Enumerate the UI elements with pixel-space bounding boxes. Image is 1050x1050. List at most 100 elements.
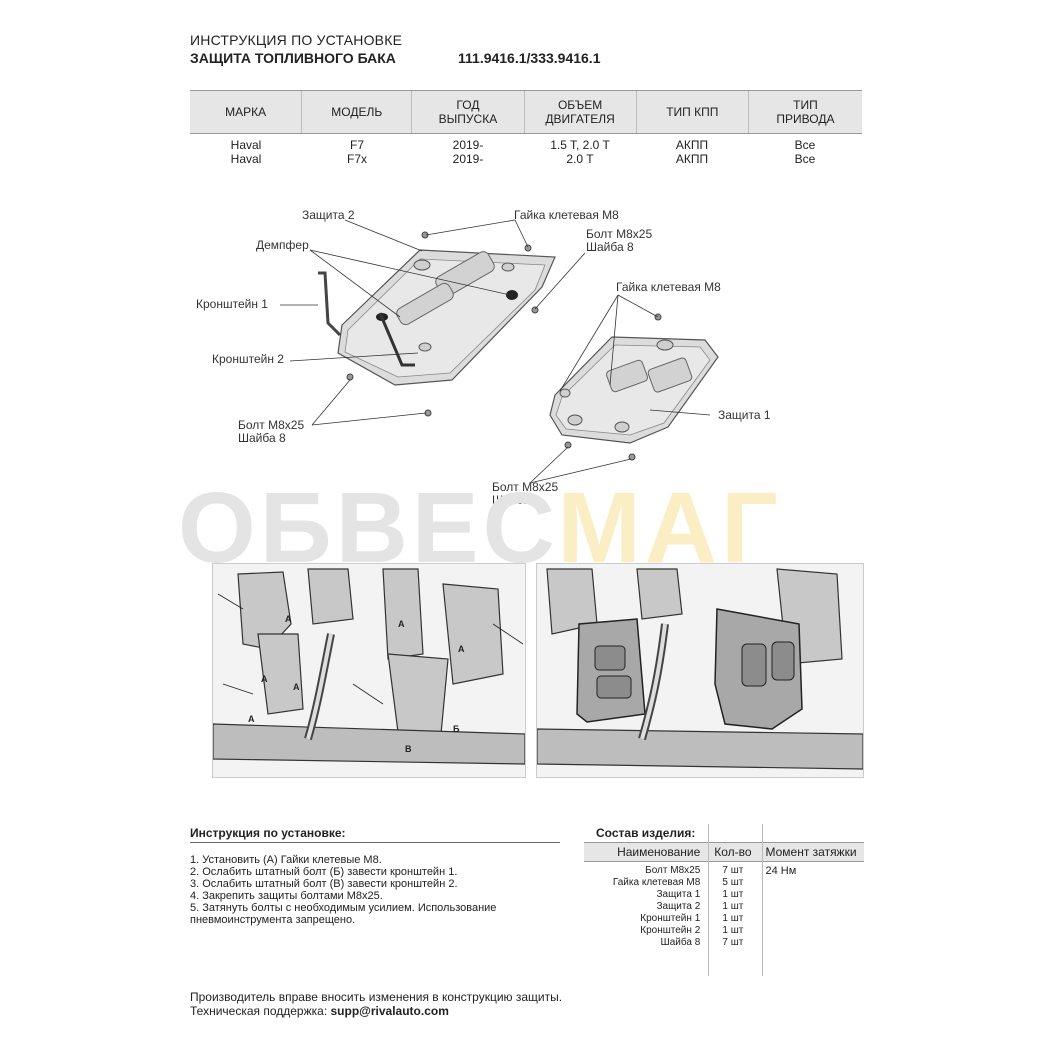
composition-cell: 1 шт (722, 889, 744, 900)
composition-cell: 7 шт (722, 865, 744, 876)
instruction-step: 2. Ослабить штатный болт (Б) завести кро… (190, 866, 458, 878)
bracket-1 (318, 271, 342, 337)
spec-header-cell: МОДЕЛЬ (301, 91, 411, 133)
composition-cell: 7 шт (722, 937, 744, 948)
installation-photo-before: А А А А А А Б В (212, 563, 526, 778)
instruction-step: 4. Закрепить защиты болтами М8х25. (190, 890, 383, 902)
composition-row: Болт М8х25 7 шт 24 Нм (584, 865, 864, 877)
spec-cell: 2019- (452, 138, 484, 152)
marker-v: В (405, 744, 412, 754)
part-number: 111.9416.1/333.9416.1 (458, 50, 601, 66)
spec-cell: 2.0 T (566, 152, 594, 166)
support-label: Техническая поддержка: (190, 1004, 328, 1018)
product-title: ЗАЩИТА ТОПЛИВНОГО БАКА (190, 50, 396, 66)
photo-after-drawing (537, 564, 863, 777)
label-cage-nut-top: Гайка клетевая М8 (514, 208, 619, 222)
disclaimer: Производитель вправе вносить изменения в… (190, 990, 563, 1004)
spec-cell: АКПП (675, 152, 709, 166)
composition-header: Наименование Кол-во Момент затяжки (584, 842, 864, 862)
label-protection-1: Защита 1 (718, 408, 771, 422)
composition-row: Защита 1 1 шт (584, 889, 864, 901)
instruction-step: 5. Затянуть болты с необходимым усилием.… (190, 902, 497, 914)
instruction-step: пневмоинструмента запрещено. (190, 914, 356, 926)
composition-row: Гайка клетевая М8 5 шт (584, 877, 864, 889)
photo-before-drawing (213, 564, 525, 777)
composition-cell: Гайка клетевая М8 (612, 877, 701, 888)
watermark-part-b: МАГ (557, 472, 782, 584)
instructions-list: 1. Установить (А) Гайки клетевые М8. 2. … (190, 854, 580, 926)
marker-a: А (458, 644, 465, 654)
spec-cell: 1.5 T, 2.0 T (550, 138, 610, 152)
instruction-step: 3. Ослабить штатный болт (В) завести кро… (190, 878, 458, 890)
composition-header-qty: Кол-во (714, 845, 752, 859)
label-damper: Демпфер (256, 238, 309, 252)
composition-cell: Шайба 8 (660, 937, 701, 948)
instruction-step: 1. Установить (А) Гайки клетевые М8. (190, 854, 382, 866)
instructions-divider (190, 842, 560, 843)
composition-table: Наименование Кол-во Момент затяжки Болт … (584, 824, 864, 976)
composition-cell (759, 925, 864, 937)
composition-cell (759, 937, 864, 949)
protection-2-plate (337, 249, 556, 386)
composition-cell: 1 шт (722, 925, 744, 936)
marker-a: А (285, 614, 292, 624)
spec-table: МАРКА МОДЕЛЬ ГОД ВЫПУСКА ОБЪЕМ ДВИГАТЕЛЯ… (190, 90, 862, 166)
composition-cell (759, 901, 864, 913)
protection-1-plate (549, 336, 719, 444)
instructions-title: Инструкция по установке: (190, 826, 346, 840)
composition-row: Кронштейн 1 1 шт (584, 913, 864, 925)
label-washer-left: Шайба 8 (238, 431, 286, 445)
composition-title: Состав изделия: (596, 826, 696, 840)
composition-cell (759, 913, 864, 925)
installed-protection-1 (576, 618, 646, 723)
composition-cell: 24 Нм (765, 865, 797, 877)
doc-title: ИНСТРУКЦИЯ ПО УСТАНОВКЕ (190, 32, 403, 48)
exploded-diagram (280, 219, 719, 484)
spec-cell: F7x (346, 152, 367, 166)
spec-header-cell: ТИП ПРИВОДА (747, 91, 862, 133)
marker-a: А (248, 714, 255, 724)
spec-table-header: МАРКА МОДЕЛЬ ГОД ВЫПУСКА ОБЪЕМ ДВИГАТЕЛЯ… (190, 90, 862, 134)
watermark-part-a: ОБВЕС (178, 472, 558, 584)
label-bolt-left: Болт М8х25 (238, 418, 305, 432)
spec-cell: F7 (349, 138, 364, 152)
spec-cell: Haval (230, 152, 262, 166)
composition-cell: 1 шт (722, 913, 744, 924)
label-washer-bottom: Шайба 8 (492, 493, 540, 507)
support-email[interactable]: supp@rivalauto.com (330, 1004, 449, 1018)
label-bolt-right: Болт М8х25 (586, 227, 653, 241)
composition-divider (708, 824, 709, 976)
marker-a: А (293, 682, 300, 692)
composition-cell: 1 шт (722, 901, 744, 912)
spec-cell: Все (794, 138, 816, 152)
marker-a: А (398, 619, 405, 629)
spec-cell: АКПП (675, 138, 709, 152)
spec-header-cell: ГОД ВЫПУСКА (411, 91, 523, 133)
label-bracket-1: Кронштейн 1 (196, 297, 268, 311)
spec-cell: Haval (230, 138, 262, 152)
support-line: Техническая поддержка: supp@rivalauto.co… (190, 1004, 449, 1018)
spec-row: Haval F7 2019- 1.5 T, 2.0 T АКПП Все (190, 138, 862, 152)
marker-a: А (261, 674, 268, 684)
marker-b: Б (453, 724, 460, 734)
composition-cell: Кронштейн 1 (640, 913, 701, 924)
composition-divider (762, 824, 763, 976)
composition-header-name: Наименование (617, 845, 701, 859)
label-bracket-2: Кронштейн 2 (212, 352, 284, 366)
label-bolt-bottom: Болт М8х25 (492, 480, 559, 494)
composition-row: Кронштейн 2 1 шт (584, 925, 864, 937)
composition-cell (759, 877, 864, 889)
label-protection-2: Защита 2 (302, 208, 355, 222)
spec-header-cell: ОБЪЕМ ДВИГАТЕЛЯ (523, 91, 636, 133)
spec-cell: Все (794, 152, 816, 166)
composition-row: Защита 2 1 шт (584, 901, 864, 913)
spec-row: Haval F7x 2019- 2.0 T АКПП Все (190, 152, 862, 166)
composition-header-torque: Момент затяжки (765, 845, 857, 859)
spec-header-cell: МАРКА (225, 105, 267, 119)
installation-photo-after (536, 563, 864, 778)
label-cage-nut-mid: Гайка клетевая М8 (616, 280, 721, 294)
composition-cell: Защита 2 (656, 901, 701, 912)
composition-cell: 5 шт (722, 877, 744, 888)
composition-cell: Болт М8х25 (645, 865, 701, 876)
spec-cell: 2019- (452, 152, 484, 166)
